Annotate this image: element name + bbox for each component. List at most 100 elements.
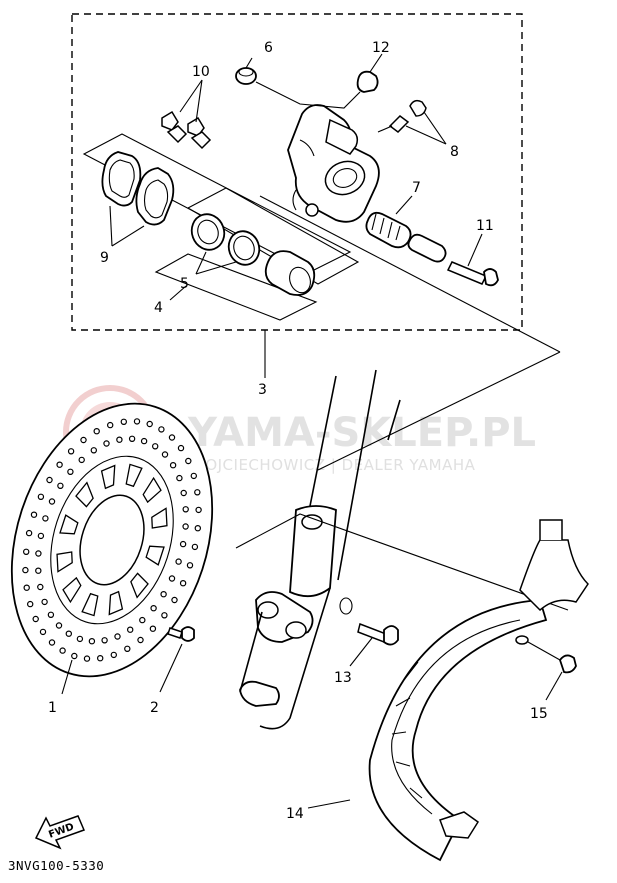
disc-hole — [76, 635, 84, 643]
disc-hole — [149, 625, 157, 632]
disc-hole — [65, 630, 73, 637]
spring-7 — [365, 211, 412, 249]
bolt-13 — [357, 622, 399, 646]
pin-sleeve — [407, 233, 447, 263]
disc-hole — [90, 447, 98, 454]
disc-hole — [25, 529, 33, 537]
disc-slot — [142, 476, 162, 504]
cap-leader — [255, 81, 361, 109]
callout-numbers: 1 2 3 4 5 6 7 8 9 10 11 12 13 14 15 — [48, 40, 548, 822]
disc-hole — [168, 575, 176, 582]
disc-hole — [41, 598, 48, 606]
pad-group-outline — [82, 133, 352, 273]
disc-hole — [59, 647, 66, 654]
disc-holes — [22, 418, 202, 662]
disc-hole — [116, 436, 123, 443]
disc-hole — [37, 493, 45, 500]
disc-hole — [88, 638, 96, 645]
disc-hole — [30, 511, 38, 518]
callout-11: 11 — [476, 218, 494, 234]
disc-hole — [151, 443, 159, 450]
disc-hole — [124, 645, 131, 653]
piston-seal — [190, 213, 226, 251]
cap-12 — [356, 70, 379, 93]
disc-hole — [191, 543, 199, 551]
brake-disc — [10, 402, 214, 678]
callout-4: 4 — [154, 300, 163, 316]
callout-leaders — [61, 53, 563, 809]
disc-slot — [151, 507, 168, 529]
callout-13: 13 — [334, 670, 352, 686]
caliper-piston — [264, 250, 316, 296]
disc-hole — [47, 611, 55, 619]
disc-hole — [55, 622, 63, 629]
disc-hole — [114, 633, 121, 640]
disc-hole — [67, 468, 74, 475]
disc-slot — [125, 463, 143, 488]
disc-hole — [128, 435, 136, 442]
disc-hole — [67, 448, 75, 455]
callout-9: 9 — [100, 250, 109, 266]
disc-hole — [150, 605, 157, 612]
bolt-11 — [446, 261, 499, 287]
disc-hole — [160, 591, 167, 598]
disc-hole — [46, 476, 53, 484]
disc-hole — [161, 612, 168, 619]
callout-8: 8 — [450, 144, 459, 160]
disc-hole — [23, 584, 30, 591]
disc-hole — [185, 457, 192, 465]
disc-hole — [194, 489, 201, 496]
disc-slot — [145, 545, 165, 566]
disc-slot — [75, 481, 94, 508]
seal-group-outline — [154, 253, 318, 321]
brake-pad-1 — [101, 151, 142, 207]
mount-line — [317, 351, 561, 471]
disc-hole — [161, 451, 169, 458]
disc-hole — [176, 474, 183, 482]
callout-12: 12 — [372, 40, 390, 56]
disc-hole — [37, 583, 44, 591]
axis-line — [259, 195, 561, 353]
caliper-body — [287, 104, 380, 223]
disc-hole — [120, 418, 128, 425]
forward-arrow: FWD — [34, 815, 86, 850]
callout-6: 6 — [264, 40, 273, 56]
brake-pad-2 — [135, 167, 175, 226]
disc-hole — [177, 444, 185, 452]
callout-10: 10 — [192, 64, 210, 80]
disc-hole — [101, 637, 108, 644]
disc-slots — [56, 463, 168, 617]
disc-hole — [175, 558, 182, 565]
disc-hole — [80, 436, 87, 444]
disc-hole — [35, 550, 42, 557]
disc-hole — [168, 434, 176, 441]
bolt-15 — [527, 641, 577, 674]
disc-hole — [57, 482, 64, 489]
callout-2: 2 — [150, 700, 159, 716]
disc-hole — [186, 562, 194, 569]
disc-hole — [179, 540, 187, 548]
disc-slot — [130, 572, 149, 599]
disc-hole — [96, 655, 104, 662]
disc-hole — [140, 437, 148, 445]
callout-5: 5 — [180, 276, 189, 292]
disc-hole — [35, 567, 42, 574]
disc-hole — [139, 616, 146, 624]
disc-slot — [59, 514, 79, 535]
disc-hole — [32, 615, 39, 623]
disc-slot — [81, 592, 99, 617]
callout-3: 3 — [258, 382, 267, 398]
disc-hole — [158, 426, 165, 433]
disc-hole — [106, 421, 114, 429]
disc-hole — [103, 440, 110, 447]
callout-1: 1 — [48, 700, 57, 716]
fork-leg — [235, 369, 569, 730]
disc-hole — [195, 506, 202, 514]
dust-seal — [227, 230, 261, 266]
disc-hole — [83, 655, 91, 662]
disc-slot — [108, 590, 124, 616]
disc-slot — [56, 551, 73, 573]
disc-hole — [48, 498, 56, 505]
disc-hole — [126, 626, 134, 633]
